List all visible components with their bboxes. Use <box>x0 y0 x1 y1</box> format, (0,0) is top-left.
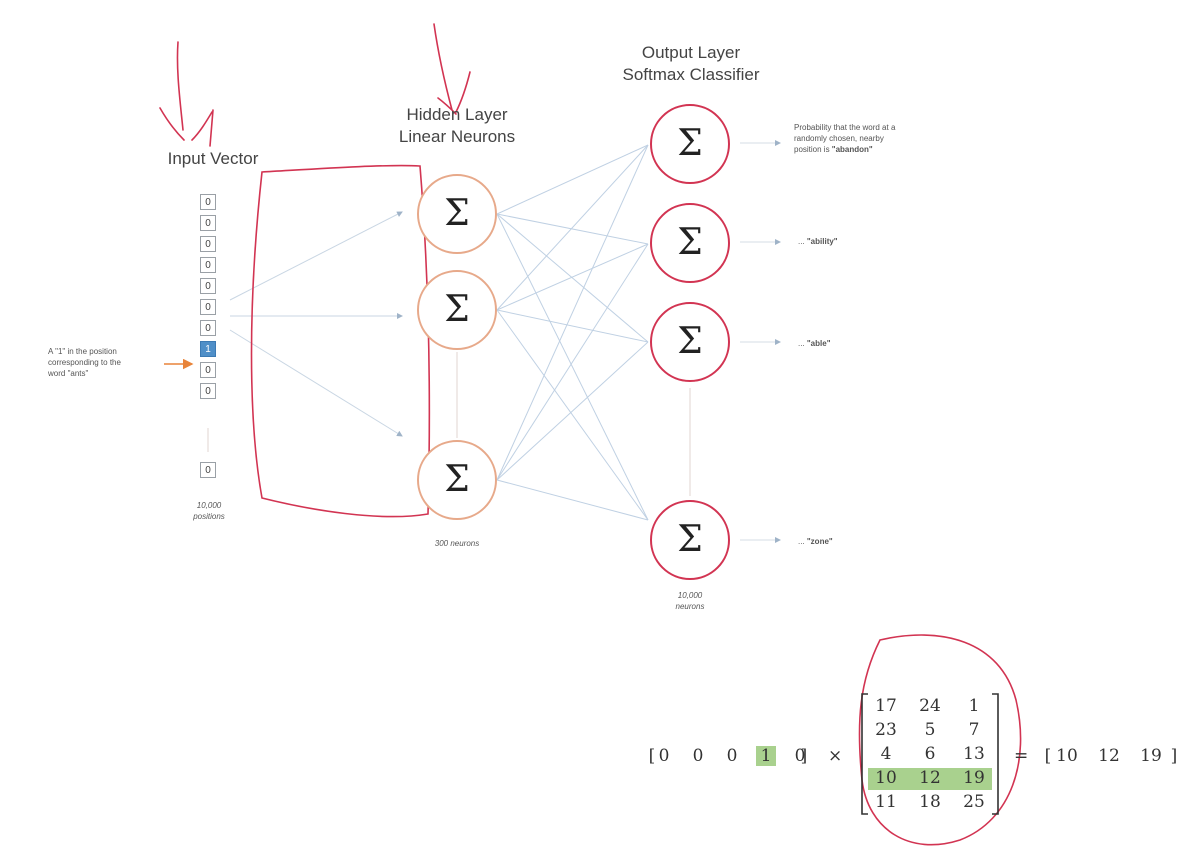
matrix-cell: 23 <box>875 720 897 740</box>
hidden-layer-heading-line1: Hidden Layer <box>406 105 508 124</box>
input-vector-cell: 0 <box>200 278 216 294</box>
matrix-cell: 25 <box>963 792 985 812</box>
output-label-abandon-line1: Probability that the word at a <box>794 123 896 132</box>
pen-arrow-input <box>159 41 214 147</box>
hidden-neuron-1: Σ <box>417 174 497 254</box>
row-vector-entry: 0 <box>692 746 704 766</box>
output-label-zone-word: "zone" <box>806 537 833 546</box>
input-vector-cell: 0 <box>200 383 216 399</box>
hidden-neuron-3: Σ <box>417 440 497 520</box>
input-vector-last-cell: 0 <box>200 462 216 478</box>
input-caption-line1: 10,000 <box>196 501 222 510</box>
row-vector-entry: 0 <box>726 746 738 766</box>
hidden-layer-heading: Hidden Layer Linear Neurons <box>372 104 542 148</box>
output-label-ability: ... "ability" <box>798 236 838 247</box>
one-hot-annotation: A "1" in the position corresponding to t… <box>48 346 160 379</box>
one-hot-annotation-line2: corresponding to the <box>48 358 121 367</box>
result-vector: [10 12 19] <box>1044 746 1178 770</box>
matrix-cell: 1 <box>968 696 980 716</box>
one-hot-annotation-line3: word "ants" <box>48 369 89 378</box>
matrix-brackets <box>861 693 999 815</box>
row-vector-entry: 0 <box>658 746 670 766</box>
output-label-zone: ... "zone" <box>798 536 833 547</box>
matrix-cell: 13 <box>963 744 985 764</box>
output-label-ability-word: "ability" <box>806 237 838 246</box>
output-label-able-prefix: ... <box>798 339 807 348</box>
row-vector-bracket-right: ] <box>800 746 808 766</box>
matrix-cell: 12 <box>919 768 941 788</box>
input-vector-cell: 0 <box>200 320 216 336</box>
row-vector-bracket-left: [ <box>648 746 656 766</box>
matrix-cell: 19 <box>963 768 985 788</box>
input-vector-cell: 0 <box>200 194 216 210</box>
matrix-cell: 10 <box>875 768 897 788</box>
matrix-cell: 4 <box>880 744 892 764</box>
result-entry: 12 <box>1098 746 1120 766</box>
output-label-abandon-line2: randomly chosen, nearby <box>794 134 884 143</box>
result-entry: 10 <box>1056 746 1078 766</box>
input-vector-cell: 0 <box>200 215 216 231</box>
input-vector-cell: 0 <box>200 236 216 252</box>
input-vector-heading: Input Vector <box>167 149 259 168</box>
output-label-abandon-word: "abandon" <box>831 145 873 154</box>
one-hot-annotation-line1: A "1" in the position <box>48 347 117 356</box>
output-neuron-3: Σ <box>650 302 730 382</box>
matrix-highlight-row <box>868 768 992 790</box>
layer-ellipsis-lines <box>207 352 691 496</box>
hidden-output-connections <box>496 144 649 521</box>
matrix-cell: 17 <box>875 696 897 716</box>
input-hidden-connections <box>229 211 403 437</box>
output-label-abandon-prefix: position is <box>794 145 832 154</box>
input-vector-cell: 0 <box>200 362 216 378</box>
output-layer-caption: 10,000 neurons <box>656 590 724 612</box>
matrix-cell: 11 <box>875 792 897 812</box>
pen-arrow-hidden <box>433 23 471 115</box>
output-layer-heading-line1: Output Layer <box>641 43 741 62</box>
input-caption-line2: positions <box>193 512 225 521</box>
hidden-neuron-2: Σ <box>417 270 497 350</box>
pen-circle-matrix <box>858 634 1022 846</box>
output-neuron-4: Σ <box>650 500 730 580</box>
row-vector-entry: 0 <box>794 746 806 766</box>
input-vector-caption: 10,000 positions <box>176 500 242 522</box>
output-label-able-word: "able" <box>806 339 831 348</box>
result-bracket-left: [ <box>1044 746 1052 766</box>
input-vector-cell: 0 <box>200 257 216 273</box>
output-caption-line2: neurons <box>675 602 705 611</box>
output-neuron-1: Σ <box>650 104 730 184</box>
output-arrows <box>740 140 781 543</box>
output-label-zone-prefix: ... <box>798 537 807 546</box>
matrix-cell: 18 <box>919 792 941 812</box>
handwritten-annotations <box>159 23 1022 846</box>
hidden-layer-heading-line2: Linear Neurons <box>398 127 516 146</box>
matrix-cell: 6 <box>924 744 936 764</box>
input-vector-cell: 0 <box>200 299 216 315</box>
output-layer-heading-line2: Softmax Classifier <box>622 65 760 84</box>
row-vector-entry: 1 <box>756 746 776 766</box>
output-caption-line1: 10,000 <box>677 591 703 600</box>
weight-matrix: 17 24 1 23 5 7 4 6 13 10 12 19 11 18 25 <box>868 696 994 820</box>
input-vector-cell: 1 <box>200 341 216 357</box>
result-entry: 19 <box>1140 746 1162 766</box>
output-label-ability-prefix: ... <box>798 237 807 246</box>
hidden-layer-caption: 300 neurons <box>434 539 480 548</box>
matrix-cell: 7 <box>968 720 980 740</box>
output-label-abandon-line3: position is "abandon" <box>794 144 984 155</box>
output-neuron-2: Σ <box>650 203 730 283</box>
matrix-cell: 5 <box>924 720 936 740</box>
pen-bracket-weights <box>250 164 431 518</box>
output-label-able: ... "able" <box>798 338 830 349</box>
matrix-cell: 24 <box>919 696 941 716</box>
result-bracket-right: ] <box>1170 746 1178 766</box>
times-sign: × <box>828 746 843 766</box>
output-layer-heading: Output Layer Softmax Classifier <box>598 42 784 86</box>
output-label-abandon: Probability that the word at a randomly … <box>794 122 984 155</box>
equals-sign: = <box>1014 746 1029 766</box>
